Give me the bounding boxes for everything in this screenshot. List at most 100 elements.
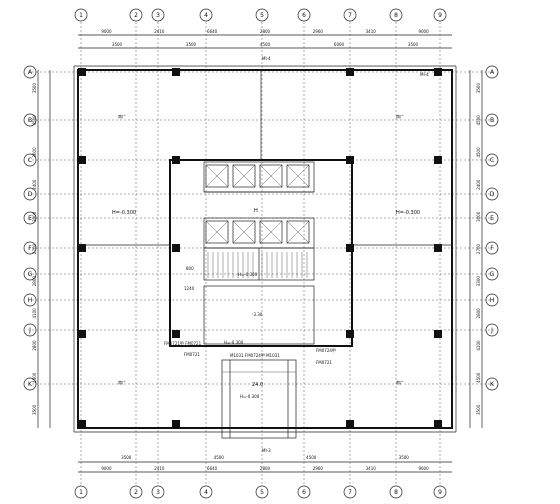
elevator-diagonal (259, 164, 283, 188)
column (346, 330, 354, 338)
elevator-car (205, 164, 229, 188)
dim-top-outer: 2960 (313, 29, 324, 34)
dim-bottom-outer: 9000 (418, 466, 429, 471)
axis-bottom-label: 4 (204, 489, 208, 496)
dim-bottom-inner: 4500 (214, 455, 225, 460)
axis-left-label: A (28, 69, 33, 76)
axis-top-bubble (433, 8, 447, 22)
dim-top-outer: 9000 (418, 29, 429, 34)
column (434, 330, 442, 338)
axis-right-label: G (490, 271, 495, 278)
dim-top-outer: 6640 (207, 29, 218, 34)
axis-left-label: D (28, 191, 33, 198)
column (434, 68, 442, 76)
dimension-texts: 9000 2410 6640 2800 2960 3410 9000 3500 3500 4500… (32, 29, 481, 471)
dim-right: 3500 (476, 404, 481, 415)
room-tag-sw: 南广 (118, 379, 126, 385)
axis-bottom-label: 5 (260, 489, 264, 496)
dim-top-outer: 2410 (154, 29, 165, 34)
axis-left-label: J (28, 327, 31, 334)
dim-left: 3600 (32, 147, 37, 158)
axis-top-bubble (129, 8, 143, 22)
axis-bottom-bubble (297, 485, 311, 499)
dim-right: 3000 (476, 211, 481, 222)
axis-bottom-bubble (151, 485, 165, 499)
elevator-car (259, 220, 283, 244)
column (434, 420, 442, 428)
axis-right-label: K (490, 381, 495, 388)
right-elevation: H=-0.300 (396, 210, 420, 216)
dim-top-inner: 6000 (334, 42, 345, 47)
outer-walls (73, 65, 457, 433)
dim-top-inner: 3500 (112, 42, 123, 47)
axis-right-label: C (490, 157, 494, 164)
lower-elevation: H=-0.300 (224, 340, 244, 345)
dim-left: 2800 (32, 340, 37, 351)
door-fm1: FM0721 (184, 352, 200, 357)
axis-top-bubble (74, 8, 88, 22)
axis-top-label: 7 (348, 12, 352, 19)
building-core (169, 159, 353, 347)
dim-top-outer: 3410 (366, 29, 377, 34)
elevator-car (286, 164, 310, 188)
axis-right-label: E (490, 215, 494, 222)
dim-left: 2800 (32, 276, 37, 287)
axis-left-label: E (28, 215, 32, 222)
elevator-car (259, 164, 283, 188)
left-elevation: H=-0.300 (112, 210, 136, 216)
room-tag-nw: 南广 (118, 113, 126, 119)
axis-bottom-label: 7 (348, 489, 352, 496)
dim-right: 4500 (476, 372, 481, 383)
corridor-elevation: H=-0.300 (238, 272, 258, 277)
axis-right-label: J (490, 327, 493, 334)
dim-top-outer: 2800 (260, 29, 271, 34)
dim-left: 3500 (32, 83, 37, 94)
axis-top-label: 5 (260, 12, 264, 19)
axis-top-label: 4 (204, 12, 208, 19)
column (172, 420, 180, 428)
column (346, 68, 354, 76)
axis-top-bubble (151, 8, 165, 22)
door-fm2: FM0721 (316, 360, 332, 365)
top-mark: MI-4 (262, 56, 271, 61)
axis-bottom-label: 2 (134, 489, 138, 496)
axis-bottom-bubble (389, 485, 403, 499)
column (78, 156, 86, 164)
dim-right: 3500 (476, 83, 481, 94)
dim-bottom-inner: 3500 (399, 455, 410, 460)
elevator-diagonal (232, 164, 256, 188)
elevator-car (205, 220, 229, 244)
dim-bottom-outer: 9000 (101, 466, 112, 471)
elevator-cars (205, 164, 310, 278)
axis-bottom-bubble (433, 485, 447, 499)
door-left: FM0721甲 FM0721 (164, 341, 202, 346)
axis-top-bubble (389, 8, 403, 22)
grid-lines (28, 22, 494, 484)
column (78, 420, 86, 428)
dim-left: 4100 (32, 308, 37, 319)
axis-bottom-bubble (255, 485, 269, 499)
axis-right-label: B (490, 117, 494, 124)
axis-left-label: B (28, 117, 32, 124)
dim-left: 2400 (32, 179, 37, 190)
axis-bottom-label: 6 (302, 489, 306, 496)
lobby-elevation: H=-0.300 (240, 394, 260, 399)
lower-lobby (221, 359, 297, 439)
dim-left: 4500 (32, 115, 37, 126)
axis-bottom-bubble (74, 485, 88, 499)
dim-right: 2700 (476, 243, 481, 254)
axis-bottom-label: 3 (156, 489, 160, 496)
dim-bottom-outer: 3410 (366, 466, 377, 471)
door-right: FM0724甲 (316, 348, 336, 353)
axis-left-label: F (28, 245, 32, 252)
room-tag-se: 南广 (396, 379, 404, 385)
dim-top-inner: 4500 (260, 42, 271, 47)
column (346, 244, 354, 252)
bottom-mark: MI-3 (262, 448, 271, 453)
axis-bottom-label: 9 (438, 489, 442, 496)
dim-top-inner: 3500 (408, 42, 419, 47)
corner-tag: MI-4 (420, 72, 429, 77)
axis-bottom-bubble (343, 485, 357, 499)
axis-right-label: A (490, 69, 495, 76)
